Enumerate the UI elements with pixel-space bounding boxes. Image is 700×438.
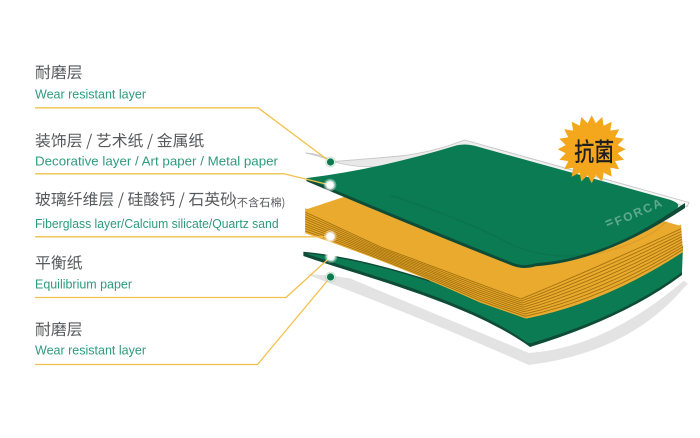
svg-text:Decorative layer / Art paper /: Decorative layer / Art paper / Metal pap… [35, 154, 279, 169]
svg-text:Fiberglass layer/Calcium silic: Fiberglass layer/Calcium silicate/Quartz… [35, 216, 279, 231]
svg-text:Wear resistant layer: Wear resistant layer [35, 343, 147, 358]
svg-text:Equilibrium paper: Equilibrium paper [35, 277, 133, 292]
svg-text:Wear resistant layer: Wear resistant layer [35, 87, 147, 102]
